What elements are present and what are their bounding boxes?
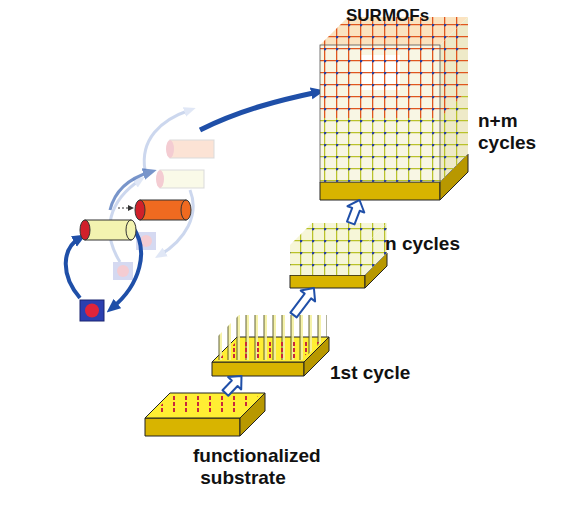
first-layer-slab [218, 340, 322, 360]
faded-cycle [113, 262, 133, 280]
linker-cylinder [126, 220, 136, 240]
metal-node [80, 300, 104, 321]
surmof-stack [320, 118, 440, 182]
surmof-stack [320, 45, 440, 182]
stage-label: n+m cycles [478, 110, 548, 154]
stage-arrow [290, 288, 315, 317]
linker-cylinder [140, 200, 186, 220]
n-layer-slab [290, 223, 387, 245]
first-layer-slab [212, 315, 329, 376]
faded-cycle [156, 170, 164, 188]
faded-cycle [117, 265, 129, 277]
linker-cylinder [181, 200, 191, 220]
linker-cylinder [80, 220, 90, 240]
stage-node: functionalized substrate [145, 393, 265, 436]
linker-cylinder [80, 220, 136, 240]
linker-cylinder [85, 220, 131, 240]
linker-cylinder [135, 200, 145, 220]
metal-node [80, 300, 104, 321]
n-layer-slab [290, 245, 365, 275]
stage-node: n+m cycles [320, 17, 468, 200]
substrate-slab [145, 418, 240, 436]
n-layer-slab [290, 275, 365, 288]
surmof-stack [320, 45, 440, 182]
n-layer-slab [290, 245, 365, 275]
metal-node [85, 304, 99, 318]
title: SURMOFs [346, 6, 429, 26]
first-layer-slab [214, 315, 327, 360]
faded-cycle [110, 110, 214, 280]
faded-cycle [166, 140, 174, 158]
substrate-slab [150, 396, 258, 414]
stage-node: 1st cycle [212, 315, 329, 376]
growth-arrow [200, 92, 318, 130]
stage-node: n cycles [290, 223, 387, 288]
stage-label: 1st cycle [330, 362, 410, 384]
surmof-stack [440, 17, 468, 182]
stage-label: functionalized substrate [193, 445, 293, 489]
surmof-stack [320, 182, 440, 200]
cycle-arrow [66, 238, 80, 298]
dotted-pointer [128, 205, 134, 211]
deposition-cycle [66, 92, 318, 321]
stage-arrow [223, 376, 242, 396]
n-layer-slab [290, 223, 387, 288]
surmof-stack [320, 45, 440, 118]
first-layer-slab [212, 362, 304, 376]
linker-cylinder [135, 200, 191, 220]
substrate-slab [145, 393, 265, 418]
stage-arrow [347, 200, 364, 224]
faded-cycle [170, 140, 214, 158]
n-layer-slab [290, 223, 387, 245]
stage-label: n cycles [385, 233, 460, 255]
substrate-slab [145, 393, 265, 436]
surmof-stack [320, 17, 468, 200]
faded-cycle [160, 170, 204, 188]
